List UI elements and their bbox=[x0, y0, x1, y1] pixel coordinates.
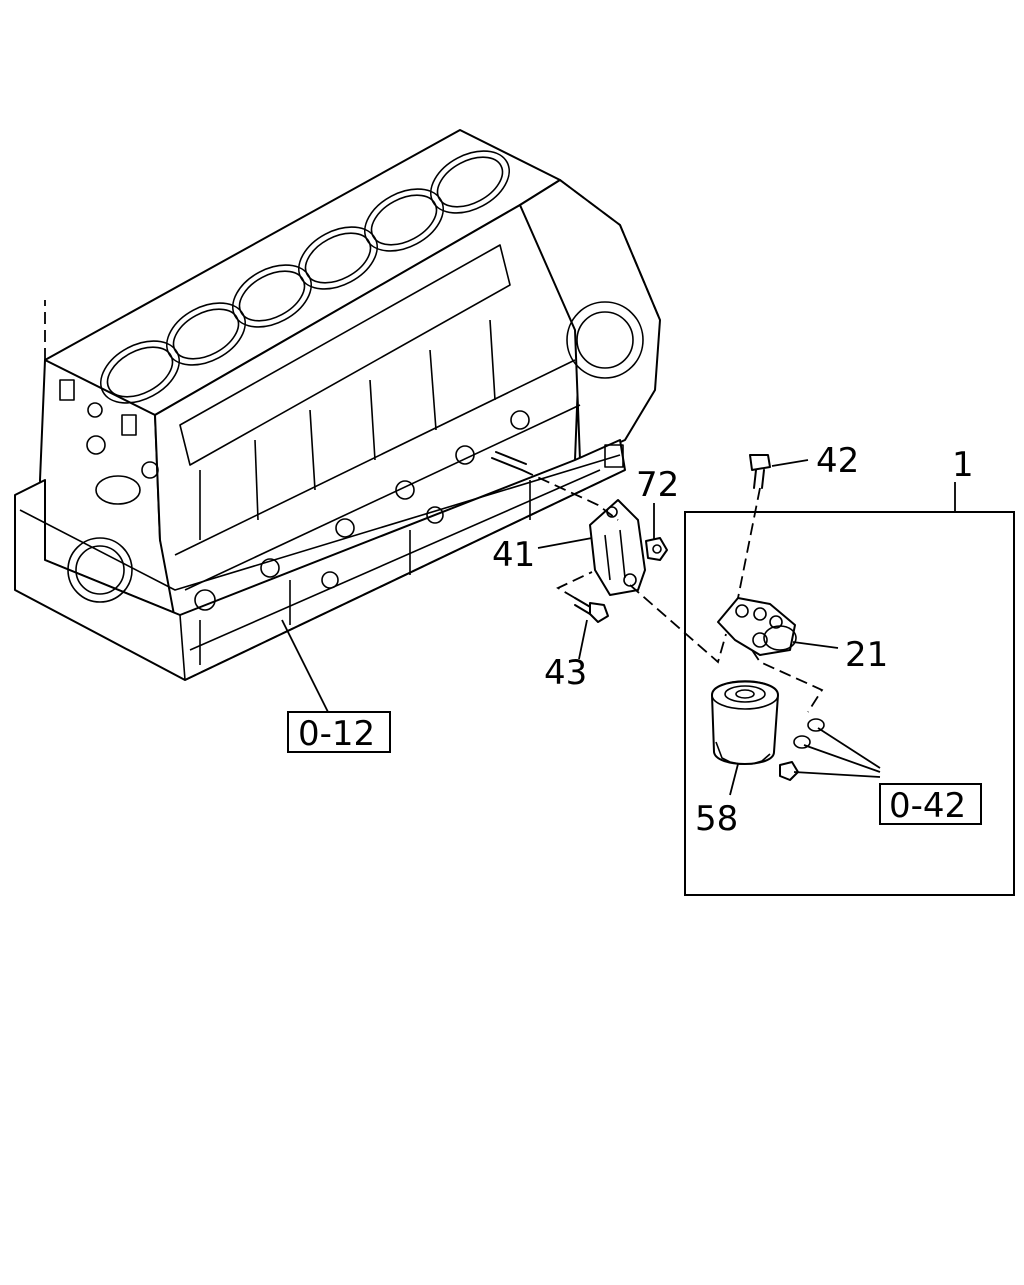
leader-lines bbox=[281, 459, 956, 796]
callout-42: 42 bbox=[816, 441, 859, 481]
kit-frame bbox=[684, 511, 1015, 896]
bracket-bolt bbox=[574, 597, 609, 623]
filter-bracket bbox=[589, 499, 646, 596]
cylinder-bores bbox=[100, 150, 510, 404]
callout-21: 21 bbox=[845, 635, 888, 675]
assembly-lines bbox=[521, 469, 824, 713]
bracket-nut bbox=[645, 537, 668, 561]
callout-41: 41 bbox=[492, 535, 535, 575]
filter-head bbox=[717, 597, 797, 656]
reference-0-12[interactable]: 0-12 bbox=[287, 711, 391, 754]
engine-block bbox=[14, 129, 661, 681]
callout-43: 43 bbox=[544, 653, 587, 693]
callout-labels: 1 42 72 41 43 21 58 bbox=[492, 441, 974, 839]
reference-0-12-label: 0-12 bbox=[298, 714, 375, 754]
drain-hardware bbox=[779, 718, 825, 781]
callout-1: 1 bbox=[952, 445, 974, 485]
callout-58: 58 bbox=[695, 799, 738, 839]
reference-0-42-label: 0-42 bbox=[889, 786, 966, 826]
head-bolt bbox=[749, 454, 771, 489]
callout-72: 72 bbox=[636, 465, 679, 505]
reference-0-42[interactable]: 0-42 bbox=[879, 783, 982, 826]
oil-filter bbox=[711, 680, 779, 765]
